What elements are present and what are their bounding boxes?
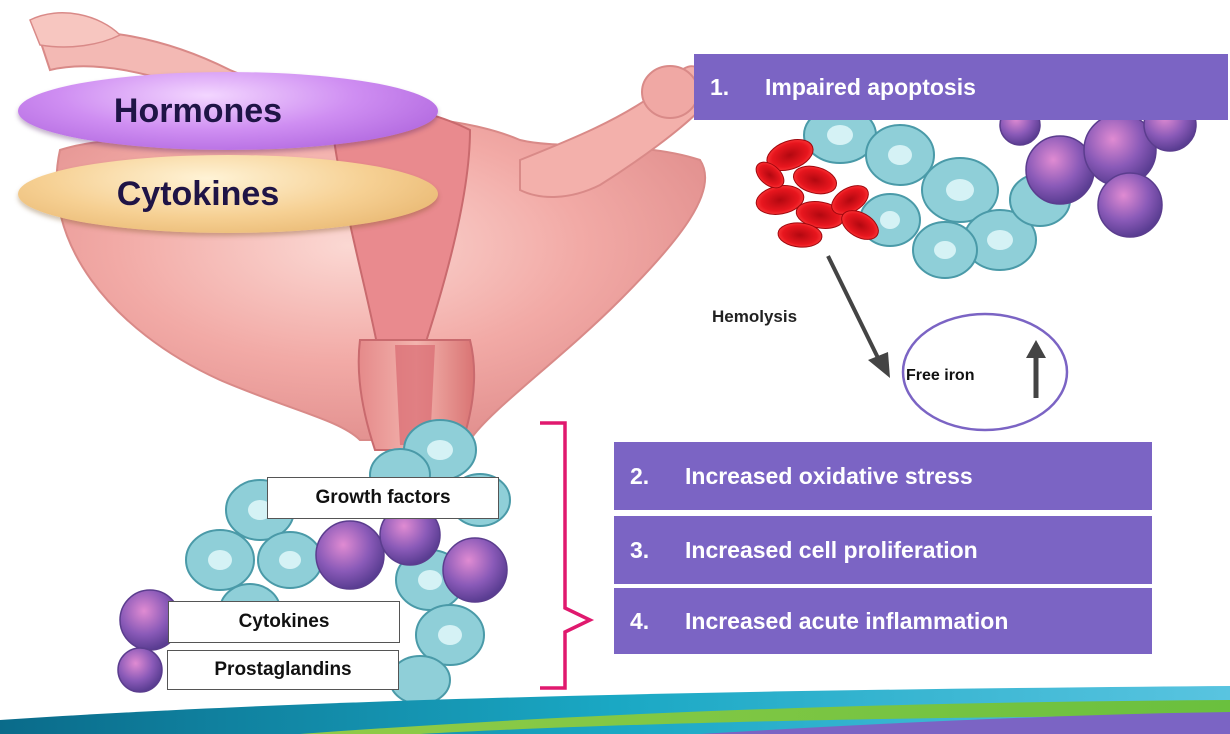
step-2-text: Increased oxidative stress <box>685 463 973 490</box>
step-2-box: 2. Increased oxidative stress <box>614 442 1152 510</box>
free-iron-label: Free iron <box>906 367 974 385</box>
cytokines-pill: Cytokines <box>18 155 438 233</box>
cytokines-box: Cytokines <box>168 601 400 643</box>
cytokines-label: Cytokines <box>117 175 280 214</box>
hemolysis-arrow <box>828 256 890 378</box>
bracket <box>540 423 590 688</box>
hormones-pill: Hormones <box>18 72 438 150</box>
growth-factors-label: Growth factors <box>315 487 450 509</box>
step-3-box: 3. Increased cell proliferation <box>614 516 1152 584</box>
step-4-text: Increased acute inflammation <box>685 608 1008 635</box>
step-4-number: 4. <box>630 608 685 635</box>
footer-swoosh <box>0 686 1230 734</box>
step-1-number: 1. <box>710 74 765 101</box>
prostaglandins-box: Prostaglandins <box>167 650 399 690</box>
prostaglandins-label: Prostaglandins <box>214 659 351 681</box>
step-4-box: 4. Increased acute inflammation <box>614 588 1152 654</box>
step-1-text: Impaired apoptosis <box>765 74 976 101</box>
step-3-number: 3. <box>630 537 685 564</box>
step-1-box: 1. Impaired apoptosis <box>694 54 1228 120</box>
hemolysis-label: Hemolysis <box>712 307 797 327</box>
hormones-label: Hormones <box>114 92 282 131</box>
cytokines-box-label: Cytokines <box>239 611 330 633</box>
step-2-number: 2. <box>630 463 685 490</box>
step-3-text: Increased cell proliferation <box>685 537 978 564</box>
growth-factors-box: Growth factors <box>267 477 499 519</box>
